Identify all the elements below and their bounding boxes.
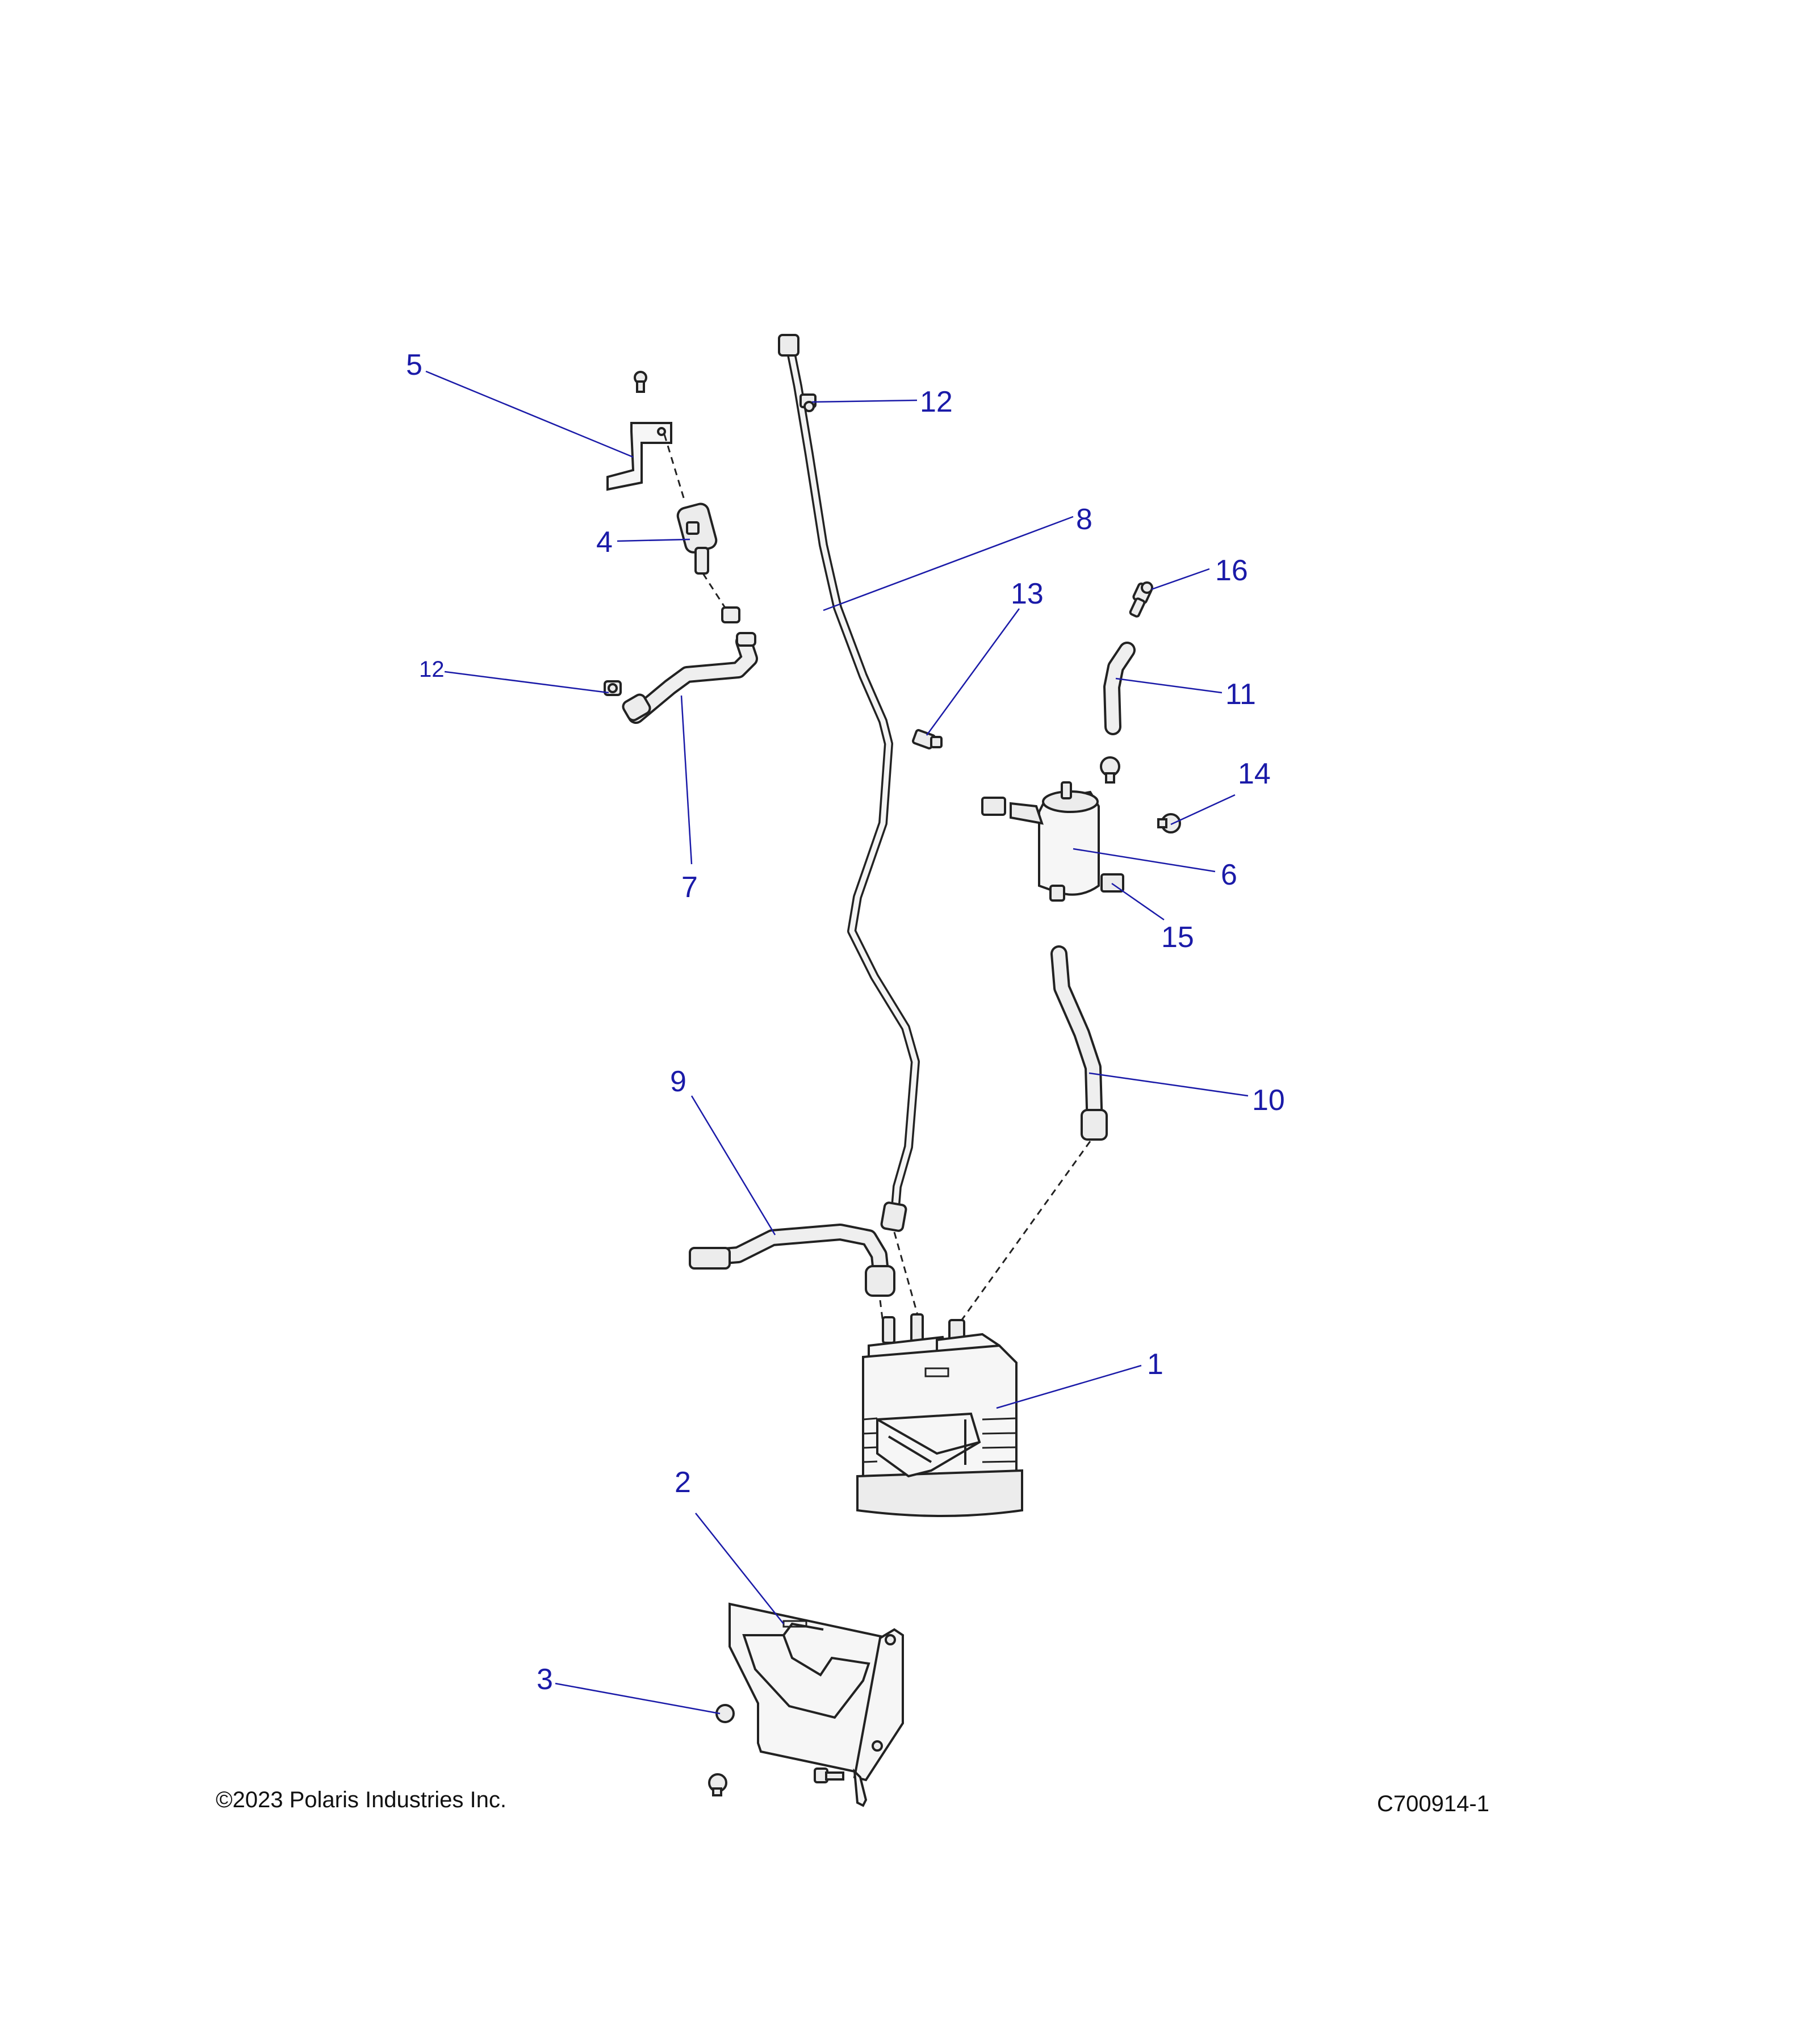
hose-part-7	[622, 632, 758, 724]
leader-10	[1088, 1072, 1249, 1097]
leader-1	[996, 1364, 1142, 1409]
callout-12-upper: 12	[920, 386, 953, 418]
leader-5	[425, 370, 634, 458]
callout-9: 9	[670, 1065, 686, 1098]
bracket-part-5	[606, 371, 672, 491]
leader-7	[680, 695, 693, 865]
leader-6	[1073, 848, 1216, 873]
screw-part-14	[1100, 756, 1181, 833]
callout-4: 4	[596, 526, 613, 559]
leader-16	[1151, 568, 1210, 590]
leader-13	[926, 608, 1020, 736]
leader-3	[555, 1682, 721, 1715]
callout-5: 5	[406, 349, 422, 382]
callout-12-lower: 12	[419, 657, 445, 682]
leader-12a	[811, 399, 918, 403]
callout-3: 3	[537, 1663, 553, 1696]
hose-part-9	[689, 1224, 895, 1297]
callout-10: 10	[1252, 1084, 1285, 1117]
callout-8: 8	[1076, 503, 1092, 536]
connector-under-valve	[721, 606, 740, 623]
leader-4	[617, 538, 690, 542]
canister-part-1	[856, 1313, 1023, 1517]
leader-2	[695, 1513, 784, 1624]
callout-14: 14	[1238, 757, 1271, 790]
fastener-part-3	[708, 1704, 844, 1796]
callout-15: 15	[1161, 921, 1194, 954]
callout-1: 1	[1147, 1348, 1163, 1381]
callout-16: 16	[1215, 554, 1248, 587]
leader-9	[690, 1095, 776, 1235]
leader-12b	[444, 671, 609, 694]
callout-11: 11	[1225, 678, 1256, 711]
drawing-number: C700914-1	[1377, 1791, 1489, 1816]
leader-14	[1170, 794, 1236, 826]
leader-8	[823, 516, 1074, 611]
callout-13: 13	[1011, 577, 1044, 610]
filter-part-6	[981, 781, 1124, 902]
callout-2: 2	[675, 1466, 691, 1499]
valve-part-4	[676, 502, 718, 575]
hose-part-10	[1050, 945, 1108, 1141]
vent-line-part-8	[778, 334, 920, 1232]
fitting-part-16	[1129, 581, 1153, 618]
clip-part-12-upper	[799, 393, 817, 412]
leader-11	[1115, 677, 1223, 694]
hose-part-11	[1103, 642, 1136, 735]
fitting-part-13	[912, 729, 943, 749]
bracket-part-2	[729, 1602, 904, 1807]
callout-7: 7	[681, 871, 698, 904]
clip-part-12-lower	[604, 680, 622, 696]
callout-6: 6	[1221, 858, 1237, 891]
leader-15	[1111, 882, 1165, 921]
copyright-notice: ©2023 Polaris Industries Inc.	[216, 1787, 506, 1812]
